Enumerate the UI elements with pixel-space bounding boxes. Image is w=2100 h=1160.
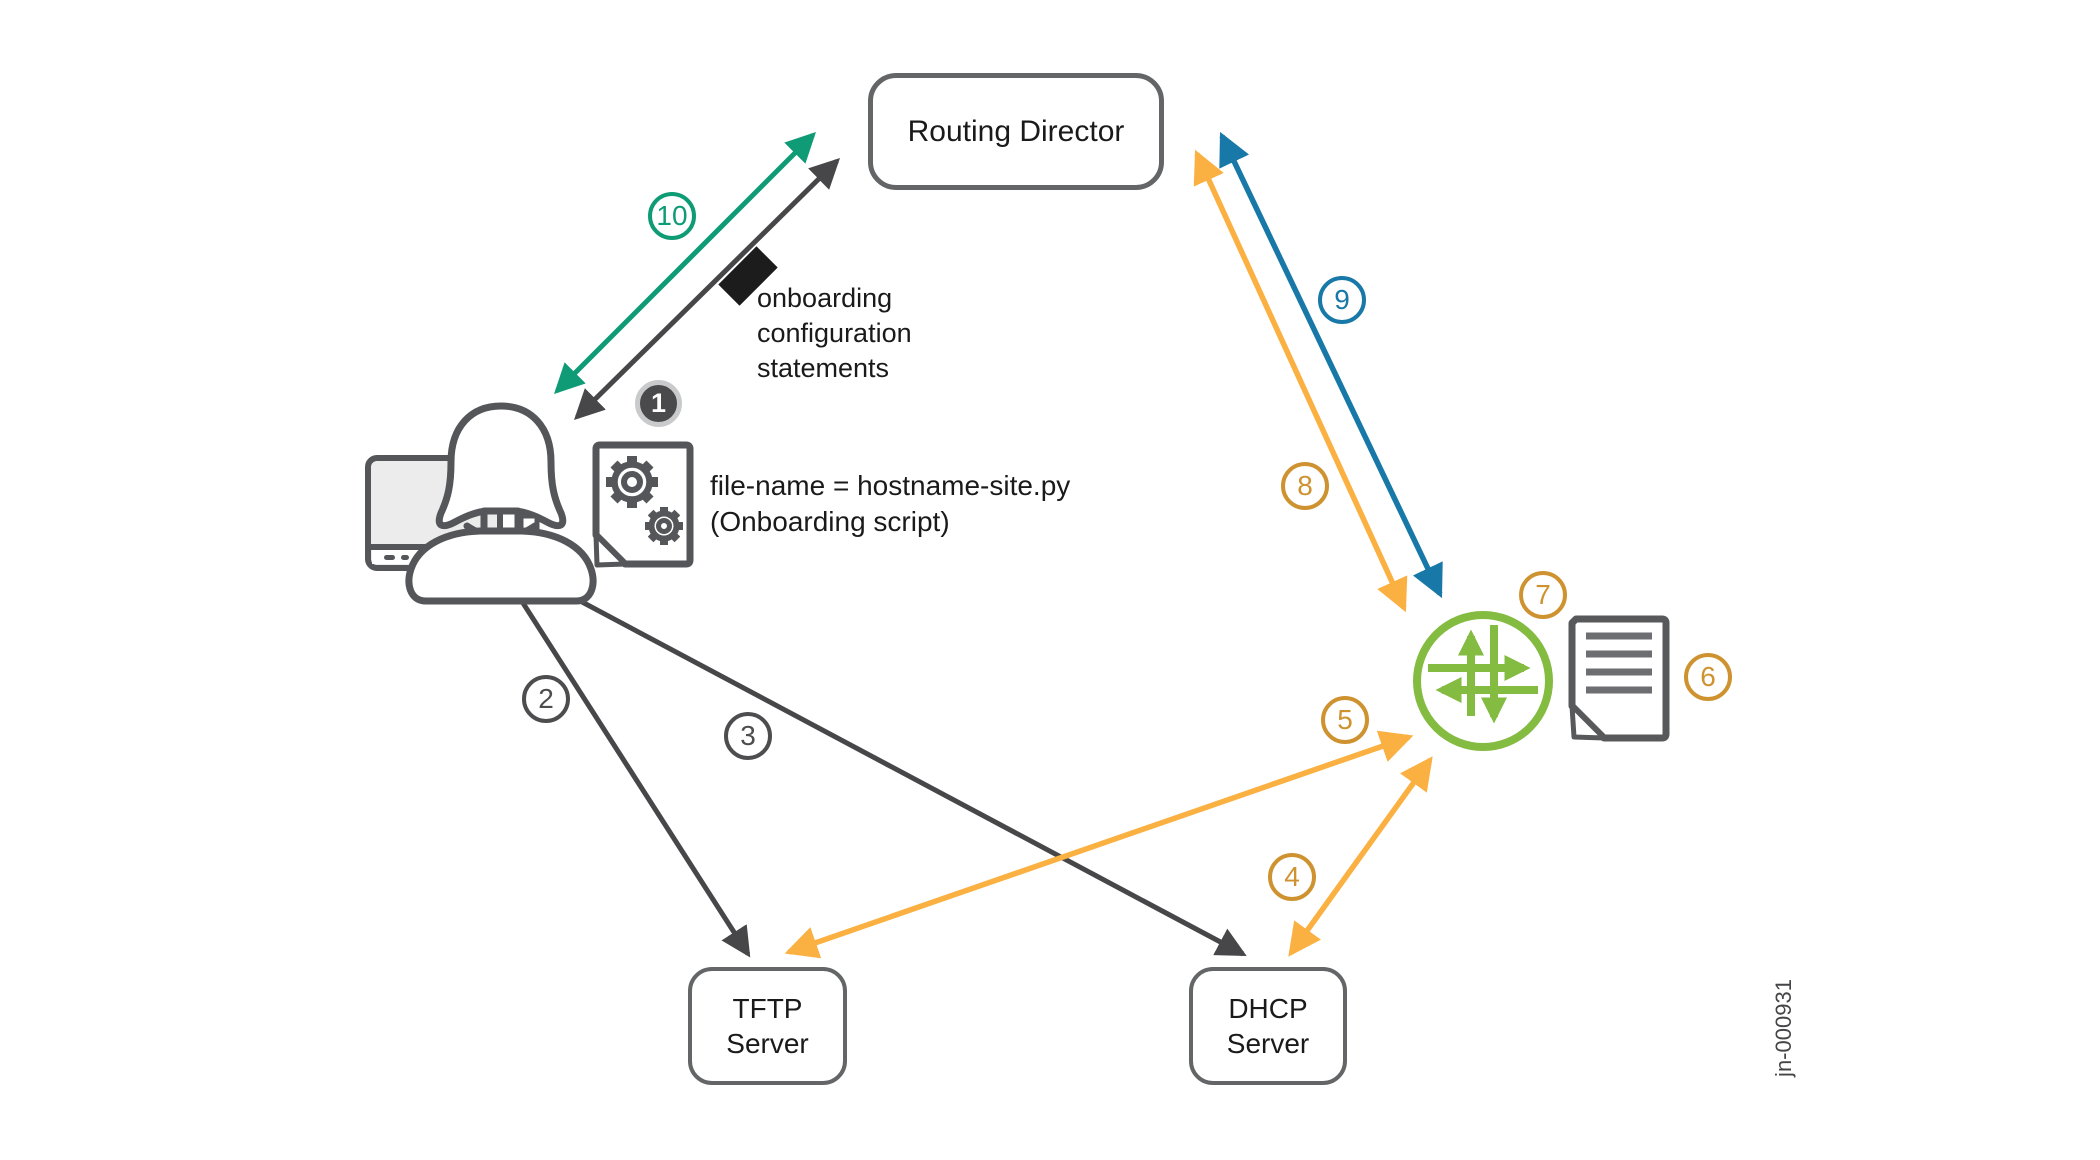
routing-director-node: Routing Director xyxy=(868,73,1164,190)
config-marker-parallelogram xyxy=(718,246,778,306)
onboarding-script-icon xyxy=(592,441,694,568)
config-document-icon xyxy=(1568,615,1670,742)
figure-id: jn-000931 xyxy=(1771,979,1796,1077)
step-5-circle: 5 xyxy=(1321,696,1369,744)
page-fold xyxy=(1569,703,1607,741)
step-8-circle: 8 xyxy=(1281,462,1329,510)
router-icon xyxy=(1413,611,1553,751)
gear-icon xyxy=(606,456,658,508)
routing-director-label: Routing Director xyxy=(907,114,1125,148)
arrow-routing-director-router-blue xyxy=(1219,131,1443,599)
arrow-user-to-tftp xyxy=(502,573,751,958)
step-9-circle: 9 xyxy=(1318,276,1366,324)
gear-icon-small xyxy=(645,507,683,545)
script-filename-note: file-name = hostname-site.py (Onboarding… xyxy=(710,470,1071,537)
person-icon xyxy=(405,402,597,605)
onboarding-config-note: onboarding configuration statements xyxy=(757,283,912,383)
step-4-circle: 4 xyxy=(1268,853,1316,901)
arrow-dhcp-router xyxy=(1288,756,1433,957)
user-icon xyxy=(365,402,597,605)
dhcp-server-node: DHCP Server xyxy=(1189,967,1347,1085)
arrow-user-to-dhcp xyxy=(520,567,1247,957)
tftp-server-label: TFTP Server xyxy=(726,993,809,1059)
step-6-circle: 6 xyxy=(1684,653,1732,701)
step-2-circle: 2 xyxy=(522,675,570,723)
step-7-circle: 7 xyxy=(1519,571,1567,619)
step-1-badge: 1 xyxy=(635,380,682,427)
page-fold xyxy=(593,532,628,568)
dhcp-server-label: DHCP Server xyxy=(1226,993,1310,1059)
arrow-onboarding-config xyxy=(574,158,840,420)
step-10-circle: 10 xyxy=(648,192,696,240)
arrow-router-routing-director-orange xyxy=(1193,149,1408,613)
step-3-circle: 3 xyxy=(724,712,772,760)
tftp-server-node: TFTP Server xyxy=(688,967,847,1085)
